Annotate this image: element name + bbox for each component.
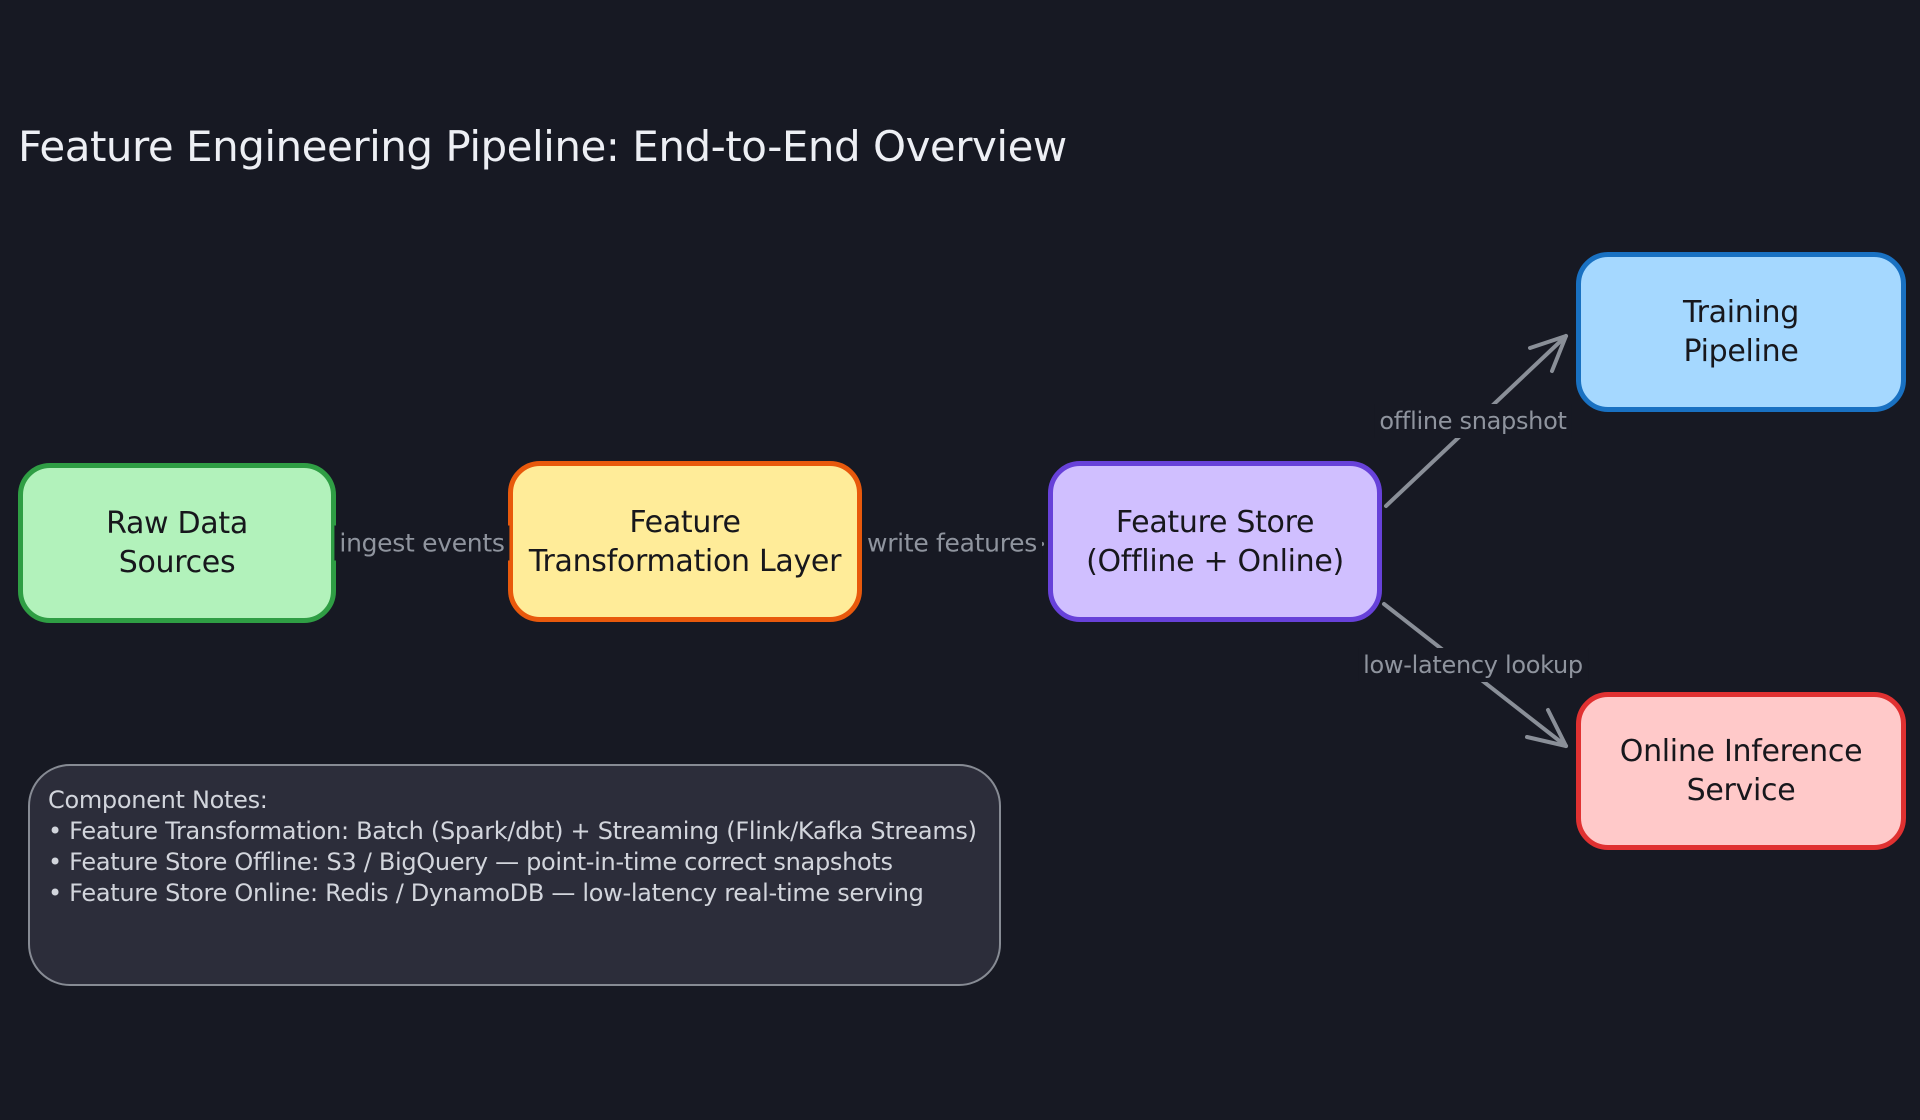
node-training-pipeline-label: Training Pipeline: [1683, 295, 1799, 369]
node-raw-data-sources: Raw Data Sources: [18, 463, 336, 623]
notes-item: • Feature Transformation: Batch (Spark/d…: [48, 817, 977, 845]
notes-item: • Feature Store Online: Redis / DynamoDB…: [48, 879, 924, 907]
node-feature-transformation-layer-label: Feature Transformation Layer: [528, 504, 842, 579]
edge-label-ingest-events: ingest events: [334, 525, 510, 561]
component-notes-box: Component Notes: • Feature Transformatio…: [28, 764, 1001, 986]
edge-label-write-features: write features: [862, 525, 1042, 561]
edge-label-low-latency-lookup: low-latency lookup: [1358, 648, 1588, 682]
notes-item: • Feature Store Offline: S3 / BigQuery —…: [48, 848, 893, 876]
node-online-inference-service-label: Online Inference Service: [1619, 734, 1863, 808]
node-training-pipeline: Training Pipeline: [1576, 252, 1906, 412]
edge-label-offline-snapshot: offline snapshot: [1374, 404, 1572, 438]
notes-heading: Component Notes:: [48, 786, 268, 814]
node-feature-store-label: Feature Store (Offline + Online): [1086, 504, 1344, 579]
node-feature-transformation-layer: Feature Transformation Layer: [508, 461, 862, 622]
node-raw-data-sources-label: Raw Data Sources: [106, 506, 248, 580]
diagram-title: Feature Engineering Pipeline: End-to-End…: [18, 122, 1067, 171]
node-online-inference-service: Online Inference Service: [1576, 692, 1906, 850]
node-feature-store: Feature Store (Offline + Online): [1048, 461, 1382, 622]
